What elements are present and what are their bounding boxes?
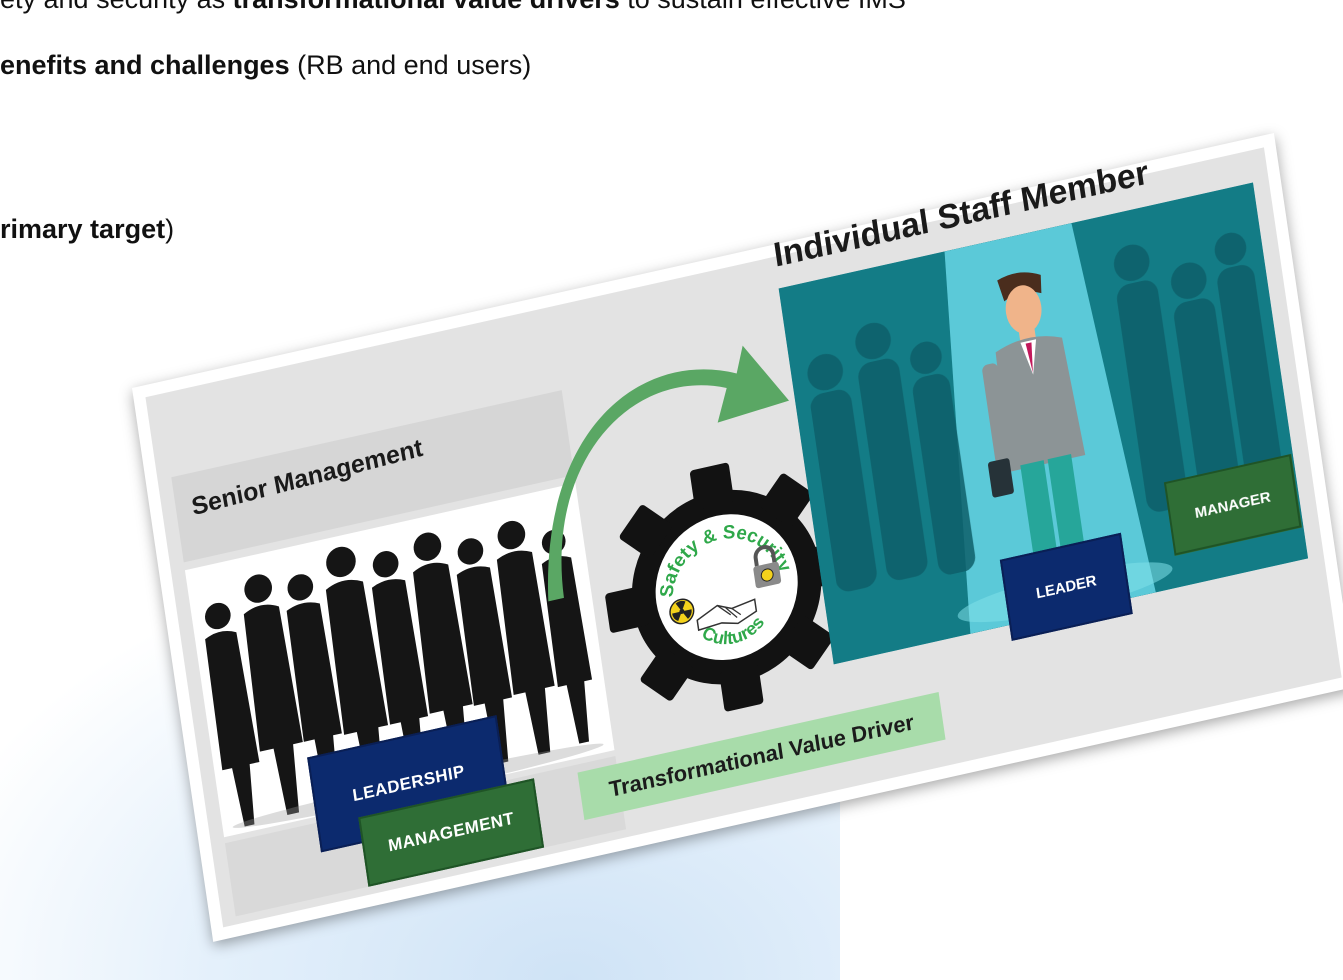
slide-text-line-2: enefits and challenges (RB and end users… [0,50,532,80]
curved-arrow-icon [548,345,790,602]
diagram-card: Senior Management [132,132,1343,942]
slide-text-line-3: rimary target) [0,214,175,244]
handshake-icon [696,598,758,632]
gear-icon: Safety & Security Cultures [605,462,849,712]
slide-text-line-1: ety and security as transformational val… [0,0,906,15]
businessman-figure [982,272,1092,604]
radiation-icon [669,598,695,625]
padlock-icon [753,545,782,589]
